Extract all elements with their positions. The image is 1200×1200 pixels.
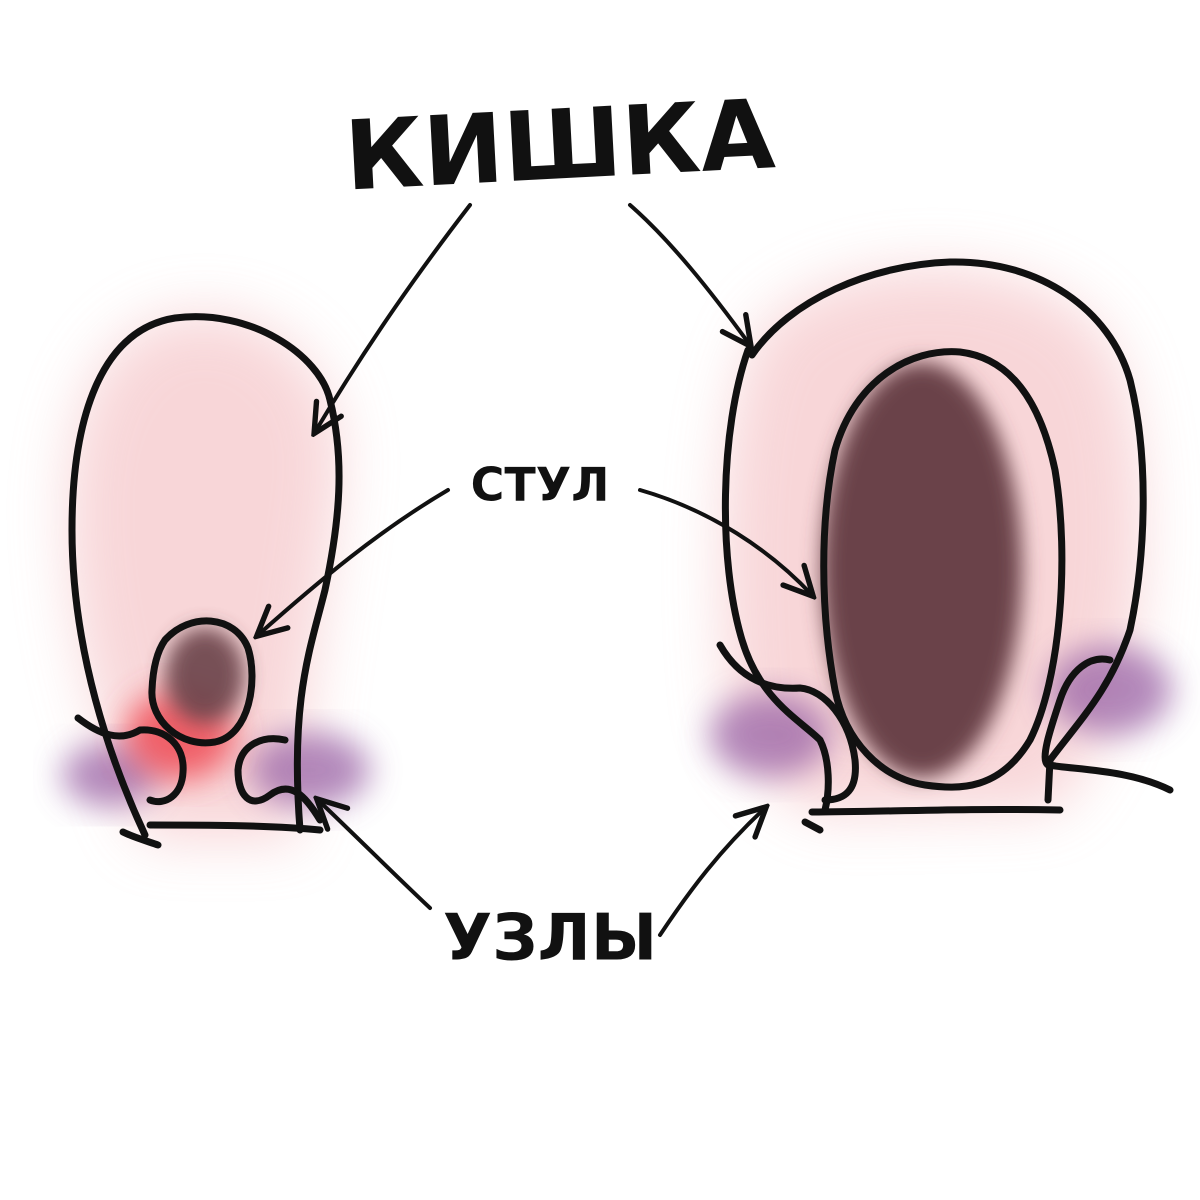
stool-label: СТУЛ (471, 458, 610, 512)
left-node-outline-right (234, 735, 324, 824)
left-base-tick (119, 828, 162, 849)
arrow-intestine-to-left (315, 203, 472, 432)
right-base-tick (801, 818, 824, 834)
right-stool-fill (822, 362, 1022, 778)
right-stool-outline (820, 348, 1066, 791)
left-stool-outline (148, 617, 256, 747)
right-base-line (808, 805, 1064, 816)
left-intestine (62, 312, 370, 849)
right-intestine-outline (748, 258, 1147, 804)
arrow-nodes-to-left (318, 800, 432, 910)
arrows (258, 203, 812, 937)
left-stool-fill (165, 627, 245, 723)
arrow-nodes-to-right (658, 808, 765, 937)
left-base-line (146, 821, 324, 834)
arrow-stool-to-right (638, 488, 812, 595)
right-intestine (710, 258, 1174, 834)
arrow-stool-to-left (258, 488, 450, 635)
right-node-purple-left (710, 693, 830, 777)
right-node-outline-left (716, 641, 859, 804)
nodes-label: УЗЛЫ (443, 902, 657, 976)
right-intestine-inner-wall (721, 346, 832, 814)
intestine-label: КИШКА (342, 78, 777, 212)
right-node-outline-right (1041, 655, 1174, 794)
left-node-outline-left (74, 714, 187, 805)
left-intestine-outline (68, 313, 343, 839)
arrow-intestine-to-right (628, 203, 750, 345)
